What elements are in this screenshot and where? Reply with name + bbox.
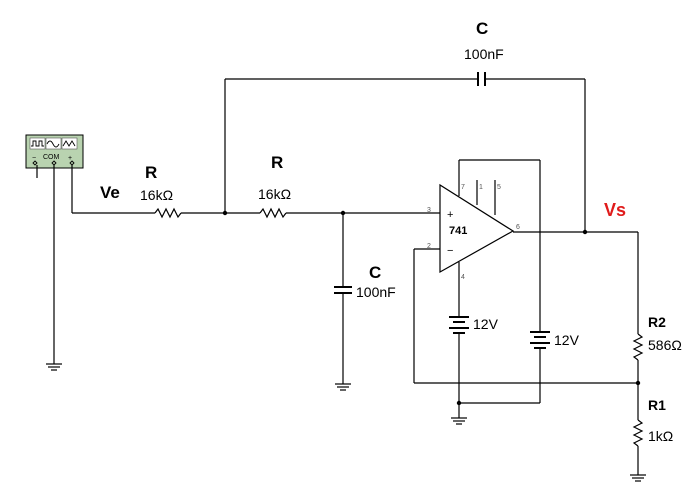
capacitor-c-ground-name: C [369, 263, 381, 282]
resistor-r1-name: R1 [648, 397, 666, 413]
battery-left[interactable] [449, 316, 469, 337]
resistor-r1[interactable] [632, 419, 644, 447]
opamp-pin-1: 1 [479, 184, 483, 191]
capacitor-c-ground-value: 100nF [356, 284, 396, 300]
generator-minus-label: − [32, 155, 36, 162]
inverting-feedback-wires [413, 248, 638, 384]
opamp-name: 741 [449, 225, 467, 237]
generator-plus-label: + [68, 155, 72, 162]
opamp-pin-2: 2 [427, 243, 431, 250]
resistor-r-middle-name: R [271, 153, 283, 172]
resistor-r2-value: 586Ω [648, 337, 682, 353]
battery-left-value: 12V [473, 316, 499, 332]
output-voltage-label: Vs [604, 200, 626, 220]
resistor-r-input-value: 16kΩ [140, 187, 173, 203]
capacitor-c-ground[interactable] [334, 286, 352, 294]
junction-node [582, 229, 588, 235]
opamp-741[interactable] [439, 183, 515, 274]
resistor-r2-name: R2 [648, 314, 666, 330]
generator-com-label: COM [43, 154, 60, 161]
resistor-r1-value: 1kΩ [648, 428, 673, 444]
feedback-wires [224, 78, 586, 232]
opamp-pin-5: 5 [497, 184, 501, 191]
capacitor-c-feedback[interactable] [477, 72, 486, 86]
opamp-pin-stubs [476, 180, 496, 215]
junction-node [456, 400, 462, 406]
square-wave-icon [31, 140, 44, 147]
triangle-wave-icon [62, 140, 76, 147]
generator-wires [36, 165, 155, 364]
capacitor-c-feedback-name: C [476, 19, 488, 38]
resistor-r-input[interactable] [154, 207, 182, 219]
function-generator[interactable]: − COM + [25, 134, 84, 169]
ground-symbol [335, 383, 351, 391]
ground-symbol [451, 417, 467, 425]
supply-wires [458, 159, 541, 418]
output-wires [513, 231, 639, 334]
battery-right-value: 12V [554, 332, 580, 348]
junction-node [635, 380, 641, 386]
ground-symbol [630, 474, 646, 482]
opamp-pin-4: 4 [461, 274, 465, 281]
resistor-r2[interactable] [632, 333, 644, 361]
opamp-plus-sign: + [447, 209, 453, 221]
resistor-r-input-name: R [145, 163, 157, 182]
sine-wave-icon [46, 140, 60, 148]
ground-symbol [46, 363, 62, 371]
input-voltage-label: Ve [100, 183, 120, 202]
capacitor-c-feedback-value: 100nF [464, 46, 504, 62]
opamp-pin-7: 7 [461, 184, 465, 191]
opamp-minus-sign: − [447, 245, 453, 257]
opamp-pin-3: 3 [427, 207, 431, 214]
opamp-pin-6: 6 [516, 224, 520, 231]
battery-right[interactable] [530, 331, 550, 350]
resistor-r-middle-value: 16kΩ [258, 186, 291, 202]
resistor-r-middle[interactable] [259, 207, 287, 219]
